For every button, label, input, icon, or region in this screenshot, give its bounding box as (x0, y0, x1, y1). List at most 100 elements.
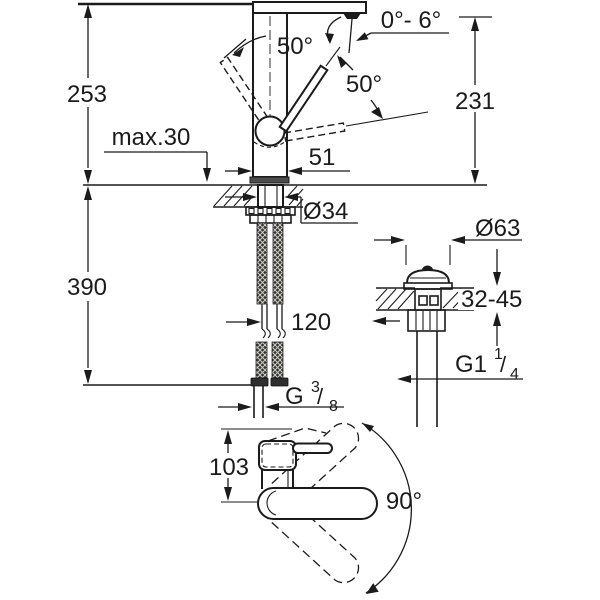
lever-raised-dashed (267, 427, 327, 442)
label-body-depth: 103 (209, 454, 249, 481)
label-waste-thread-denominator: 4 (510, 366, 519, 383)
label-height-below-deck: 390 (67, 274, 107, 301)
spout-swivel-down-position (267, 496, 360, 584)
spout-arm (252, 1, 367, 14)
drain-locknut (407, 309, 446, 332)
label-flange-diameter: Ø63 (475, 215, 520, 242)
hose-break-marks (261, 328, 286, 339)
dim-swivel-angle (361, 422, 413, 594)
arrow-down-icon (84, 170, 92, 184)
label-supply-thread-denominator: 8 (329, 398, 338, 415)
braided-hose-right (272, 222, 284, 305)
arrow-icon (362, 423, 374, 432)
water-stream-line (348, 18, 353, 54)
arrow-icon (366, 583, 379, 594)
arrow-up-icon (224, 430, 232, 444)
arrow-up-icon (84, 4, 92, 18)
drain-flange (403, 265, 453, 427)
counter-cross-section (213, 176, 304, 208)
arrow-down-icon (471, 170, 479, 184)
label-spout-reach: 51 (309, 144, 336, 171)
supply-hoses (250, 222, 289, 418)
label-handle-angle-right: 50° (346, 71, 382, 98)
braided-hose-left (256, 222, 268, 305)
flange-dome (406, 268, 450, 284)
hatch-left (375, 288, 415, 310)
arrow-icon (371, 107, 383, 119)
dim-flange-diameter (374, 236, 522, 265)
hose-fitting-left (250, 377, 269, 387)
body-connector (261, 470, 294, 489)
label-spout-outlet-height: 231 (455, 88, 495, 115)
arrow-left-icon (372, 317, 386, 325)
arrow-icon (232, 47, 244, 57)
hose-fitting-right (270, 377, 289, 387)
dim-handle-angle-left (223, 35, 267, 59)
dim-handle-angle-right (337, 55, 383, 119)
base-plate (249, 176, 290, 184)
label-hose-length: 120 (291, 309, 331, 336)
arrow-down-icon (203, 168, 211, 182)
supply-thread-end (253, 386, 264, 418)
arrow-right-icon (243, 193, 257, 201)
handle-lever-solid (278, 64, 329, 133)
spout-end-detail (266, 490, 277, 516)
handle-dashed-down-position (283, 122, 346, 142)
label-waste-thread-numerator: 1 (494, 346, 503, 363)
arrow-left-icon (284, 193, 298, 201)
arrow-right-icon (391, 236, 405, 244)
arrow-left-icon (451, 236, 465, 244)
arrow-right-icon (238, 167, 252, 175)
arrow-down-icon (224, 487, 232, 501)
mounting-nut (249, 214, 292, 224)
mounting-hardware (245, 206, 296, 224)
lever-extension-line (325, 46, 341, 67)
label-supply-thread-numerator: 3 (311, 379, 320, 396)
arrow-left-icon (265, 403, 279, 411)
label-swivel-angle: 90° (386, 488, 422, 515)
overflow-slot (418, 295, 428, 306)
label-supply-thread-prefix: G (285, 383, 304, 410)
ball-socket-dashed-arc (253, 140, 287, 148)
arrow-left-icon (356, 32, 369, 41)
dim-spout-outlet-height (459, 16, 492, 184)
spout-swivel-up-position (267, 422, 360, 510)
arrow-up-icon (493, 312, 501, 326)
handle-hidden-edge (261, 443, 294, 468)
dim-height-above-deck (84, 4, 92, 184)
overflow-slot (429, 295, 439, 306)
lift-knob-icon (422, 265, 433, 270)
arrow-left-icon (397, 375, 411, 383)
arrow-icon (337, 55, 347, 68)
label-counter-thickness-range: 32-45 (461, 286, 522, 313)
arrow-down-icon (493, 272, 501, 286)
arrow-right-icon (247, 318, 261, 326)
drain-valve-view (374, 236, 523, 427)
dim-aerator-tilt (325, 16, 449, 44)
dim-counter-thickness-range (493, 249, 501, 346)
dim-spout-reach (225, 167, 350, 175)
dim-max-counter-thickness (104, 151, 211, 182)
label-supply-thread-separator: / (317, 384, 324, 409)
label-waste-thread-separator: / (500, 352, 507, 377)
labels: 253 max.30 0°- 6° 50° 50° 231 51 Ø34 390… (67, 7, 528, 515)
arrow-left-icon (288, 167, 302, 175)
dim-body-depth (221, 428, 292, 503)
spout-top-view (257, 487, 378, 520)
dim-shank-diameter (225, 193, 358, 224)
aerator-icon (343, 13, 361, 19)
front-view (78, 1, 492, 418)
dim-height-below-deck (84, 186, 92, 384)
lever-grip-top-view (292, 442, 333, 454)
arrow-up-icon (84, 186, 92, 200)
handle-ball-joint (254, 115, 286, 147)
hatch-left (213, 185, 254, 207)
lever-down-extension-line (345, 111, 429, 127)
label-height-above-deck: 253 (67, 81, 107, 108)
label-aerator-tilt: 0°- 6° (381, 7, 442, 34)
mounting-shank (257, 184, 284, 208)
label-shank-diameter: Ø34 (303, 198, 348, 225)
dim-waste-thread (397, 375, 523, 383)
